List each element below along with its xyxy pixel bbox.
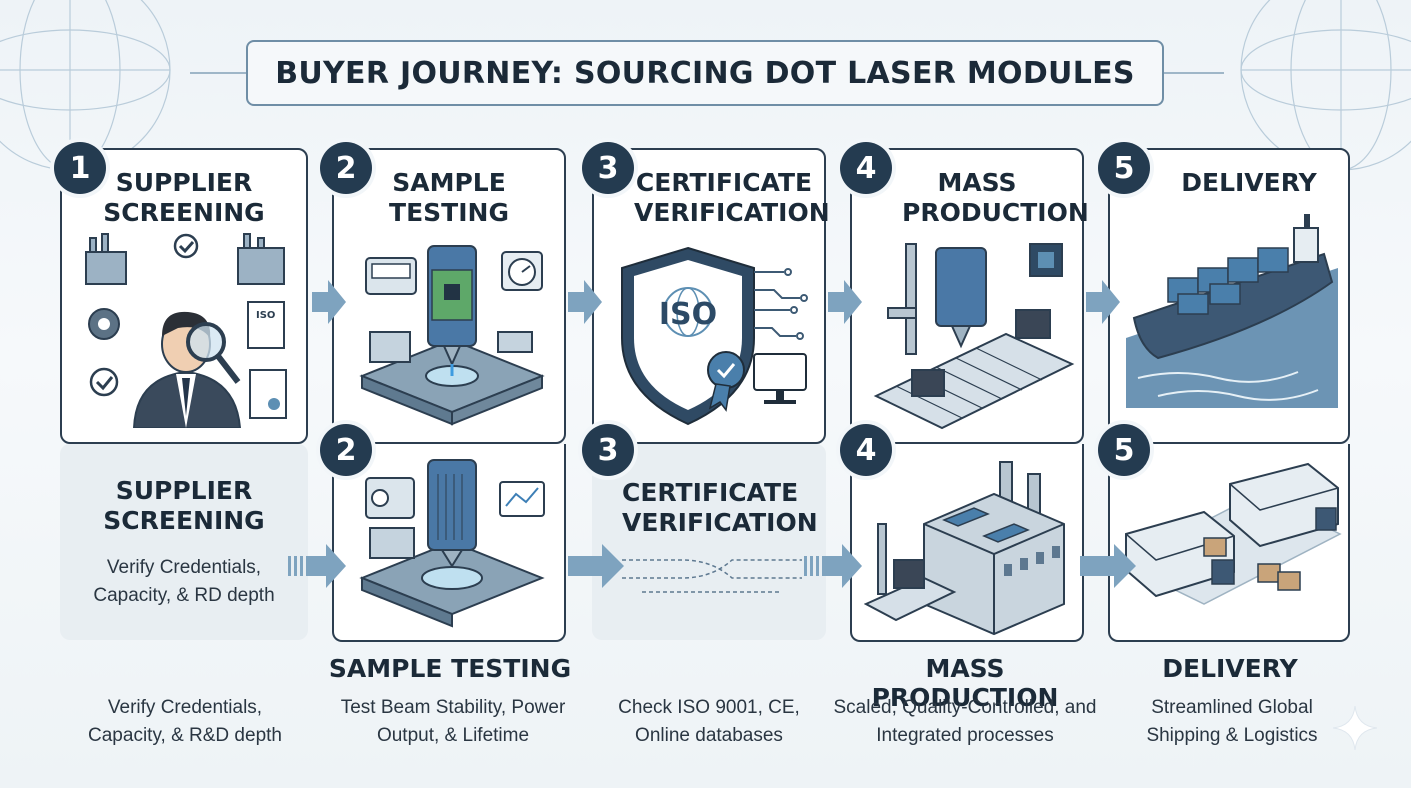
subhead-sample-testing: SAMPLE TESTING xyxy=(320,654,580,683)
detail-title: CERTIFICATE VERIFICATION xyxy=(592,478,826,538)
svg-text:ISO: ISO xyxy=(256,310,275,321)
step-card-supplier-screening: SUPPLIER SCREENING ISO xyxy=(60,148,308,444)
inspector-illustration: ISO xyxy=(78,232,294,428)
step-card-delivery: DELIVERY xyxy=(1108,148,1350,444)
step-badge-3-detail: 3 xyxy=(582,424,634,476)
step-card-mass-production: MASS PRODUCTION xyxy=(850,148,1084,444)
data-lines-illustration xyxy=(622,548,802,598)
step-badge-3: 3 xyxy=(582,142,634,194)
step-badge-1: 1 xyxy=(54,142,106,194)
iso-shield-illustration: ISO xyxy=(614,242,814,432)
arrow-2-3-bottom xyxy=(566,538,626,594)
step-card-certificate-verification: CERTIFICATE VERIFICATION ISO xyxy=(592,148,826,444)
step-badge-2-detail: 2 xyxy=(320,424,372,476)
step-badge-4-detail: 4 xyxy=(840,424,892,476)
delivery-detail-card xyxy=(1108,444,1350,642)
sparkle-icon xyxy=(1333,706,1377,750)
desc-sample-testing: Test Beam Stability, Power Output, & Lif… xyxy=(328,694,578,750)
sample-testing-detail-card xyxy=(332,444,566,642)
arrow-3-4-top xyxy=(824,274,864,330)
desc-delivery: Streamlined Global Shipping & Logistics xyxy=(1114,694,1350,750)
title-rule-left xyxy=(190,72,246,74)
laser-test-rig-illustration xyxy=(348,454,554,630)
desc-mass-production: Scaled, Quality-Controlled, and Integrat… xyxy=(830,694,1100,750)
desc-certificate-verification: Check ISO 9001, CE, Online databases xyxy=(596,694,822,750)
supplier-screening-panel: SUPPLIER SCREENING Verify Credentials, C… xyxy=(60,444,308,640)
step-badge-2: 2 xyxy=(320,142,372,194)
assembly-line-illustration xyxy=(866,236,1076,432)
iso-label: ISO xyxy=(659,297,717,332)
step-badge-4: 4 xyxy=(840,142,892,194)
trucks-illustration xyxy=(1118,454,1344,638)
mass-production-detail-card xyxy=(850,444,1084,642)
arrow-1-2-top xyxy=(308,274,348,330)
arrow-4-5-bottom xyxy=(1078,538,1138,594)
step-badge-5-detail: 5 xyxy=(1098,424,1150,476)
arrow-4-5-top xyxy=(1082,274,1122,330)
desc-supplier-screening: Verify Credentials, Capacity, & R&D dept… xyxy=(70,694,300,750)
cargo-ship-illustration xyxy=(1118,208,1344,434)
arrow-1-2-bottom xyxy=(288,538,348,594)
certificate-verification-detail-card: CERTIFICATE VERIFICATION xyxy=(592,444,826,640)
title-rule-right xyxy=(1164,72,1224,74)
panel-description: Verify Credentials, Capacity, & RD depth xyxy=(80,554,288,610)
subhead-delivery: DELIVERY xyxy=(1112,654,1348,683)
laser-test-bench-illustration xyxy=(348,236,554,432)
factory-illustration xyxy=(864,454,1076,638)
page-title: BUYER JOURNEY: SOURCING DOT LASER MODULE… xyxy=(246,40,1164,106)
arrow-2-3-top xyxy=(564,274,604,330)
step-badge-5: 5 xyxy=(1098,142,1150,194)
step-card-sample-testing: SAMPLE TESTING xyxy=(332,148,566,444)
panel-title: SUPPLIER SCREENING xyxy=(60,476,308,536)
arrow-3-4-bottom xyxy=(804,538,864,594)
